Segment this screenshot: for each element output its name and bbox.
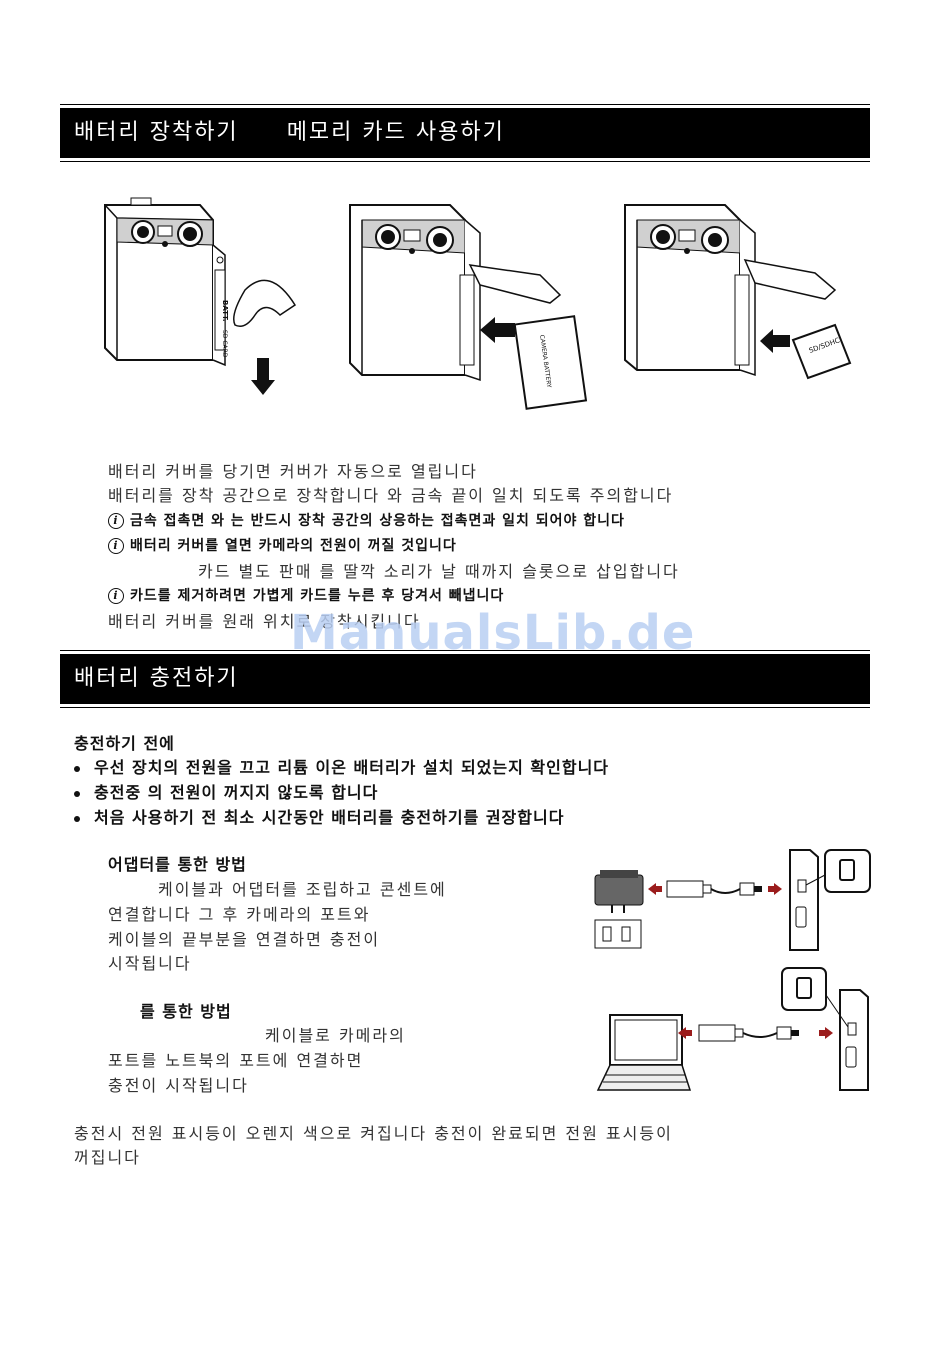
- step-insert-battery: 배터리를 장착 공간으로 장착합니다 와 금속 끝이 일치 되도록 주의합니다: [108, 486, 674, 505]
- adapter-method-heading: 어댑터를 통한 방법: [108, 855, 247, 874]
- batt-label: BATT.: [221, 300, 229, 322]
- section-title-battery-install: 배터리 장착하기: [74, 120, 239, 145]
- charging-indicator-text: 꺼집니다: [74, 1148, 141, 1167]
- list-item: 처음 사용하기 전 최소 시간동안 배터리를 충전하기를 권장합니다: [74, 804, 564, 828]
- step-close-cover: 배터리 커버를 원래 위치로 장착시킵니다: [108, 612, 421, 631]
- adapter-text-line: 시작됩니다: [108, 954, 192, 973]
- info-icon: i: [108, 513, 124, 529]
- before-charging-heading: 충전하기 전에: [74, 734, 175, 753]
- adapter-charging-illustration: [594, 849, 871, 951]
- section-banner-charging: 배터리 충전하기: [60, 650, 870, 708]
- step-insert-card: 카드 별도 판매 를 딸깍 소리가 날 때까지 슬롯으로 삽입합니다: [198, 562, 680, 581]
- camera-insert-card-illustration: SD/SDHC: [624, 204, 852, 380]
- section-banner-battery-install: 배터리 장착하기 메모리 카드 사용하기: [60, 104, 870, 162]
- info-icon: i: [108, 588, 124, 604]
- section-title-charging: 배터리 충전하기: [74, 666, 239, 691]
- adapter-text-line: 케이블의 끝부분을 연결하면 충전이: [108, 930, 381, 949]
- charging-indicator-text: 충전시 전원 표시등이 오렌지 색으로 켜집니다 충전이 완료되면 전원 표시등…: [74, 1124, 673, 1143]
- camera-open-cover-illustration: BATT. SD CARD: [104, 197, 297, 395]
- info-icon: i: [108, 538, 124, 554]
- list-item: 우선 장치의 전원을 끄고 리튬 이온 배터리가 설치 되었는지 확인합니다: [74, 754, 609, 778]
- card-label: SD CARD: [221, 330, 228, 358]
- pc-charging-illustration: [596, 967, 869, 1091]
- adapter-text-line: 연결합니다 그 후 카메라의 포트와: [108, 905, 371, 924]
- pc-text-line: 케이블로 카메라의: [265, 1026, 406, 1045]
- watermark: ManualsLib.de: [290, 605, 696, 661]
- adapter-text-line: 케이블과 어댑터를 조립하고 콘센트에: [158, 880, 447, 899]
- list-item: 충전중 의 전원이 꺼지지 않도록 합니다: [74, 779, 378, 803]
- step-open-cover: 배터리 커버를 당기면 커버가 자동으로 열립니다: [108, 462, 478, 481]
- camera-insert-battery-illustration: CAMERA BATTERY: [349, 204, 588, 410]
- pc-text-line: 포트를 노트북의 포트에 연결하면: [108, 1051, 364, 1070]
- section-title-memory-card: 메모리 카드 사용하기: [286, 120, 505, 145]
- pc-text-line: 충전이 시작됩니다: [108, 1076, 249, 1095]
- pc-method-heading: 를 통한 방법: [140, 1002, 232, 1021]
